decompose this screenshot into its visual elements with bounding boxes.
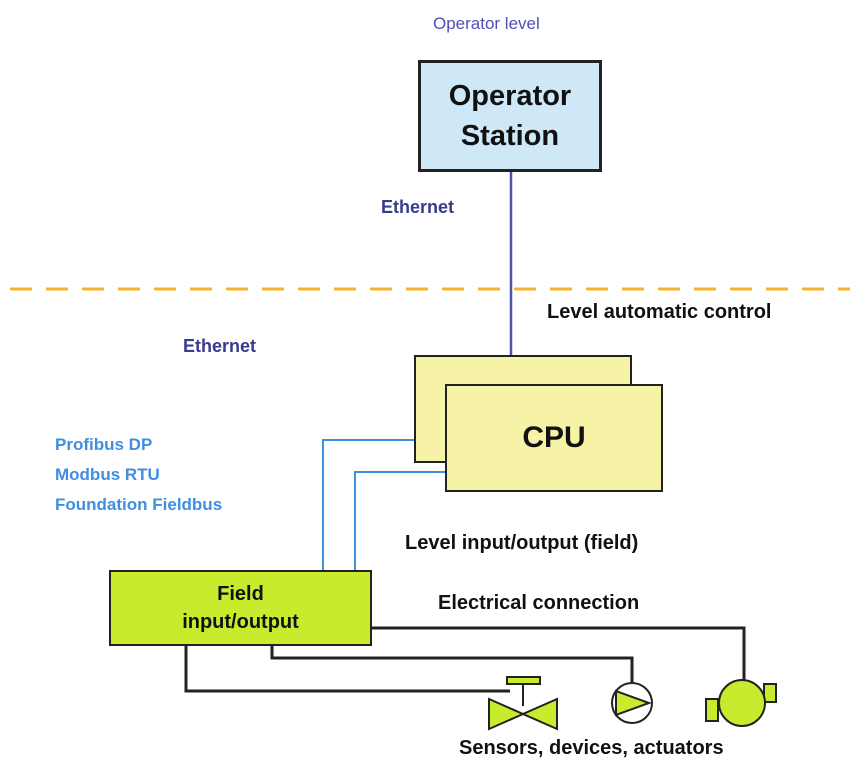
ethernet-label-upper: Ethernet	[381, 197, 455, 217]
operator-station-box: Operator Station	[418, 60, 602, 172]
field-io-line1: Field	[217, 583, 264, 605]
bus-modbus: Modbus RTU	[55, 465, 160, 484]
ethernet-label-lower: Ethernet	[183, 336, 257, 356]
electrical-connection-label: Electrical connection	[438, 592, 640, 614]
fieldbus-list: Profibus DP Modbus RTU Foundation Fieldb…	[55, 430, 222, 520]
cpu-label: CPU	[522, 421, 586, 454]
electrical-line-valve	[184, 646, 510, 693]
bus-profibus: Profibus DP	[55, 435, 153, 454]
operator-level-caption: Operator level	[433, 14, 540, 33]
control-level-caption: Level automatic control	[547, 301, 772, 323]
bus-foundation: Foundation Fieldbus	[55, 495, 223, 514]
devices-caption: Sensors, devices, actuators	[459, 737, 724, 759]
field-io-line2: input/output	[182, 611, 299, 633]
cpu-box: CPU	[445, 384, 663, 492]
field-level-caption: Level input/output (field)	[405, 532, 639, 554]
field-io-box: Field input/output	[109, 570, 372, 646]
fieldbus-line-back	[322, 439, 414, 570]
electrical-line-pump	[270, 646, 634, 686]
electrical-line-motor	[372, 626, 746, 680]
valve-icon	[488, 676, 558, 731]
pump-icon	[611, 682, 653, 724]
operator-station-line1: Operator	[448, 80, 572, 112]
fieldbus-line-front	[354, 471, 445, 570]
motor-icon	[705, 679, 777, 727]
operator-station-line2: Station	[460, 120, 560, 152]
